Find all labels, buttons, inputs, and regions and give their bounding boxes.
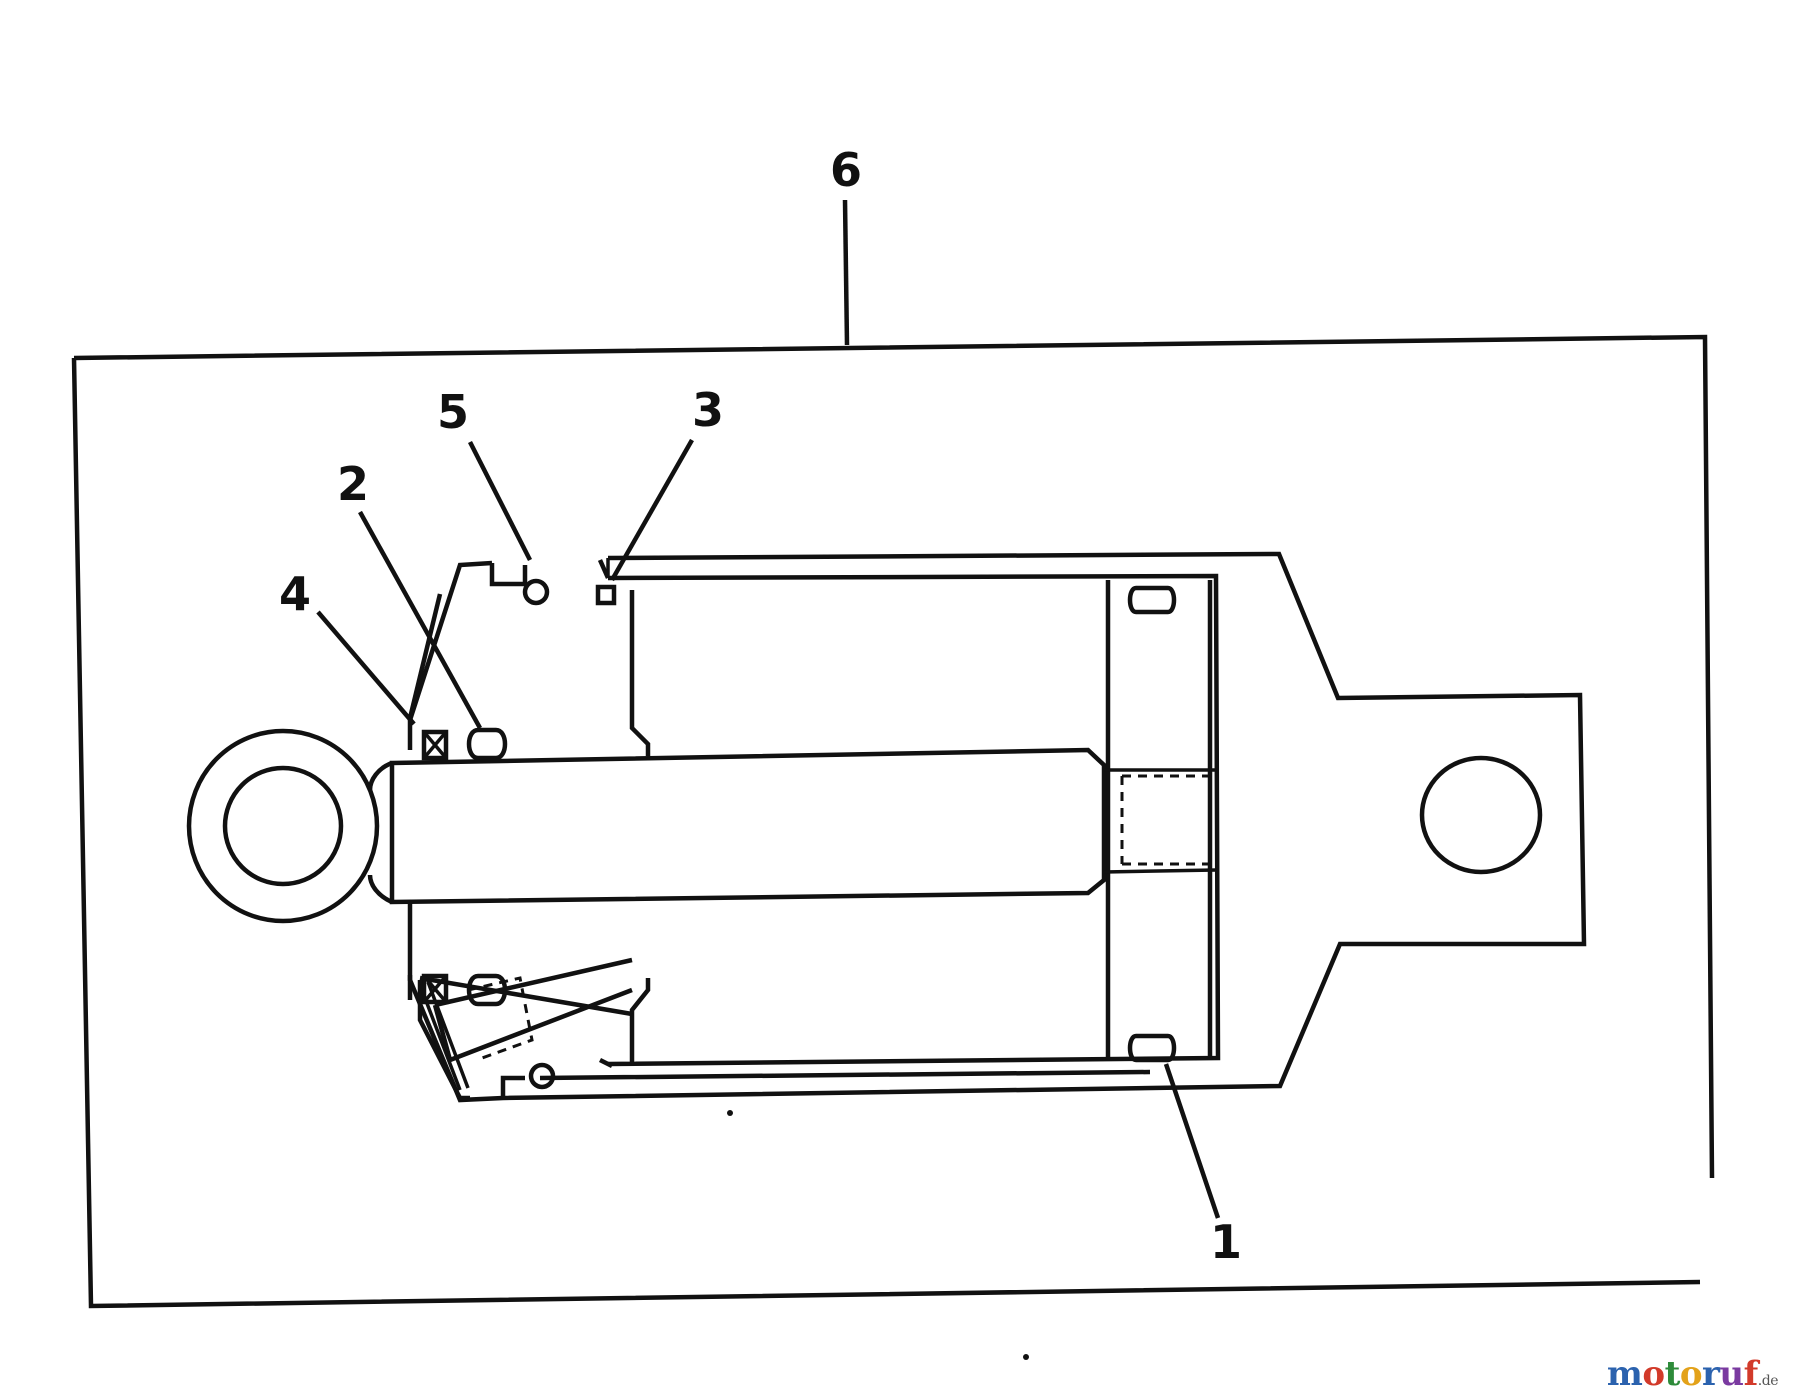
gland-bottom-step (500, 1057, 614, 1098)
scan-dot-1 (727, 1110, 733, 1116)
cylinder-barrel-outline (407, 551, 1587, 1103)
gland-head (489, 559, 651, 1064)
gland-oring-bottom (528, 1062, 556, 1090)
piston-rod (389, 747, 1107, 905)
clevis-eye (1419, 755, 1543, 875)
leader-3 (610, 438, 694, 582)
watermark-letter: f (1743, 1354, 1759, 1394)
rod-eye-outer (186, 728, 380, 924)
rod-eye-inner (222, 765, 344, 887)
leader-2 (358, 510, 482, 730)
watermark-letter: u (1719, 1354, 1744, 1394)
rod-thread-hidden (1120, 774, 1210, 866)
rod-seal-top (466, 727, 508, 761)
leader-4 (316, 610, 416, 726)
watermark-letter: o (1642, 1354, 1665, 1394)
callout-4: 4 (279, 567, 311, 621)
leader-5 (467, 440, 533, 562)
callout-5: 5 (437, 385, 469, 439)
callout-3: 3 (692, 383, 724, 437)
port-passage-hidden (467, 976, 534, 1060)
gland-backup-ring (595, 584, 617, 606)
watermark-letter: r (1702, 1354, 1720, 1394)
watermark-letter: o (1679, 1354, 1703, 1394)
watermark-suffix: .de (1757, 1373, 1779, 1389)
watermark-letter: m (1606, 1354, 1643, 1394)
watermark-logo: motoruf.de (1607, 1354, 1779, 1394)
callout-2: 2 (337, 457, 369, 511)
rod-seal-bottom (466, 973, 508, 1007)
leader-1 (1163, 1063, 1221, 1219)
kit-frame (71, 334, 1715, 1309)
rod-eye-neck (367, 760, 393, 905)
piston-seal-top (1127, 585, 1177, 615)
scan-dot-2 (1023, 1354, 1029, 1360)
watermark-text: motoruf (1607, 1354, 1758, 1394)
port-passage (432, 957, 633, 1063)
leader-2b (407, 593, 443, 719)
leader-6 (842, 199, 850, 346)
rod-wiper-top (421, 729, 449, 761)
piston-seal-bottom (1127, 1033, 1177, 1063)
callout-6: 6 (830, 143, 862, 197)
watermark-letter: t (1664, 1354, 1681, 1394)
piston (1105, 580, 1213, 1060)
callout-1: 1 (1210, 1215, 1242, 1269)
gland-oring-top (522, 578, 550, 606)
cylinder-bore (539, 573, 1221, 1081)
rod-end-step (1103, 768, 1217, 874)
gland-bevel (418, 981, 470, 1091)
gland-chamfer (407, 975, 633, 1101)
